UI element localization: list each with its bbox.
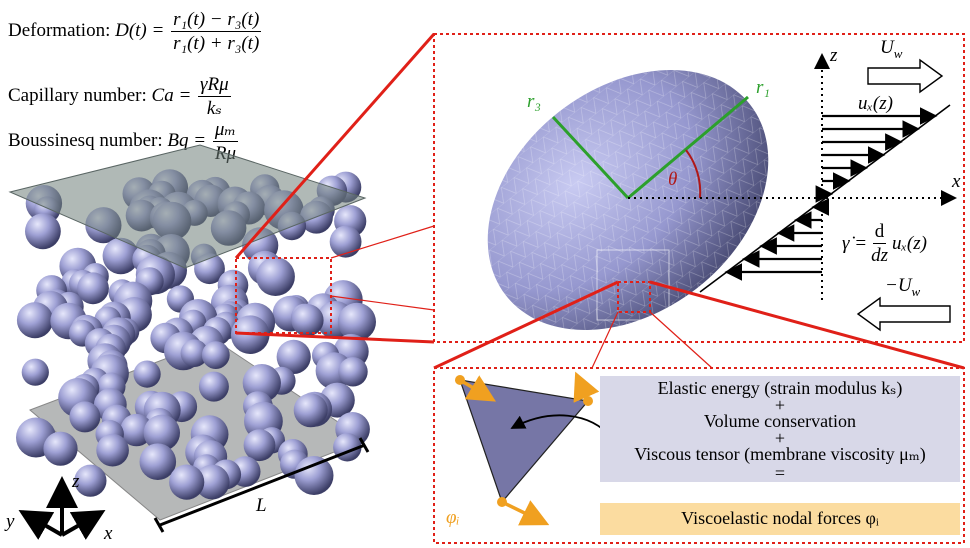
boussinesq-label: Boussinesq number: xyxy=(8,129,163,151)
viscous-tensor-text: Viscous tensor (membrane viscosity μₘ) xyxy=(634,444,926,464)
sphere xyxy=(276,339,311,374)
uw-arrow-top xyxy=(867,58,944,94)
sphere xyxy=(21,358,49,386)
volume-conservation-text: Volume conservation xyxy=(703,411,857,431)
sphere xyxy=(291,304,324,337)
boussinesq-equation: Boussinesq number: Bq = μₘ Rμ xyxy=(8,120,240,163)
sphere xyxy=(69,401,101,433)
plus-sign-2: + xyxy=(774,428,786,448)
coord-y-label: y xyxy=(6,511,15,532)
model-text-stack: Elastic energy (strain modulus kₛ) + Vol… xyxy=(600,378,960,483)
capillary-denominator: kₛ xyxy=(206,98,222,119)
theta-label: θ xyxy=(668,169,678,190)
model-box-background xyxy=(600,376,960,482)
sphere xyxy=(77,272,109,305)
deformation-label: Deformation: xyxy=(8,19,111,41)
sphere xyxy=(294,456,334,495)
mesh-zoom-outer xyxy=(596,249,670,321)
mesh-triangle xyxy=(459,379,590,504)
uw-label: Uw xyxy=(880,37,903,61)
coordinate-triad xyxy=(18,476,106,540)
sphere xyxy=(25,213,61,250)
result-box-background xyxy=(600,503,960,535)
membrane-model-panel xyxy=(433,367,965,544)
ux-label: uₓ(z) xyxy=(858,93,893,114)
capillary-label: Capillary number: xyxy=(8,84,147,106)
sphere xyxy=(180,339,209,368)
force-arrow-2 xyxy=(573,371,600,403)
deformation-denominator: r₁(t) + r₃(t) xyxy=(173,33,260,54)
capillary-fraction: γ̇Rμ kₛ xyxy=(198,75,231,118)
length-label: L xyxy=(256,495,267,516)
sphere xyxy=(198,371,229,402)
sphere xyxy=(243,429,276,462)
top-plate xyxy=(8,144,367,269)
sphere-pack xyxy=(16,169,376,500)
z-axis-label: z xyxy=(830,45,838,66)
mesh-zoom-inner xyxy=(617,281,651,313)
uw-arrow-bottom xyxy=(856,296,951,332)
elastic-energy-text: Elastic energy (strain modulus kₛ) xyxy=(657,378,903,398)
neg-uw-label: −Uw xyxy=(885,275,921,299)
sphere xyxy=(133,360,161,388)
length-bar xyxy=(153,437,370,533)
zoom-region-box xyxy=(235,257,332,334)
deformation-lhs: D(t) = xyxy=(115,19,165,41)
nodal-forces-text: Viscoelastic nodal forces φᵢ xyxy=(681,508,879,528)
boussinesq-numerator: μₘ xyxy=(212,119,239,142)
coord-z-label: z xyxy=(72,471,80,492)
r3-axis xyxy=(551,115,630,200)
sphere xyxy=(96,433,129,467)
sphere xyxy=(139,443,177,481)
sphere xyxy=(201,341,230,369)
phi-label: φᵢ xyxy=(446,507,460,528)
capillary-numerator: γ̇Rμ xyxy=(198,74,231,97)
deformation-equation: Deformation: D(t) = r₁(t) − r₃(t) r₁(t) … xyxy=(8,10,263,53)
equals-sign: = xyxy=(774,463,786,483)
shear-rate-label: γ̇ = d dz uₓ(z) xyxy=(842,221,927,266)
velocity-arrows xyxy=(724,107,938,281)
shear-derivative: d dz xyxy=(871,221,888,266)
sphere xyxy=(16,302,54,339)
sphere xyxy=(256,257,295,296)
capillary-equation: Capillary number: Ca = γ̇Rμ kₛ xyxy=(8,75,233,118)
sphere xyxy=(143,414,180,451)
sphere xyxy=(43,431,78,466)
sphere xyxy=(293,393,328,428)
boussinesq-lhs: Bq = xyxy=(167,129,207,151)
x-axis-label: x xyxy=(952,171,961,192)
sphere xyxy=(102,237,139,275)
deformation-fraction: r₁(t) − r₃(t) r₁(t) + r₃(t) xyxy=(171,9,262,54)
capillary-lhs: Ca = xyxy=(151,84,192,106)
force-arrow-3 xyxy=(501,500,550,526)
r1-axis xyxy=(627,95,749,200)
plus-sign-1: + xyxy=(774,395,786,415)
sphere xyxy=(337,302,376,341)
sphere xyxy=(329,225,362,258)
deformation-numerator: r₁(t) − r₃(t) xyxy=(171,9,262,32)
shear-flow-panel xyxy=(433,33,965,343)
sphere xyxy=(338,357,368,387)
sphere xyxy=(74,464,107,497)
sphere xyxy=(169,464,205,500)
force-arrow-1 xyxy=(459,375,497,402)
theta-arc xyxy=(685,149,702,199)
r3-label: r₃ xyxy=(527,91,541,112)
capsule-ellipsoid xyxy=(487,70,769,330)
coord-x-label: x xyxy=(104,523,113,544)
r1-label: r₁ xyxy=(756,77,770,98)
sphere xyxy=(194,464,230,500)
